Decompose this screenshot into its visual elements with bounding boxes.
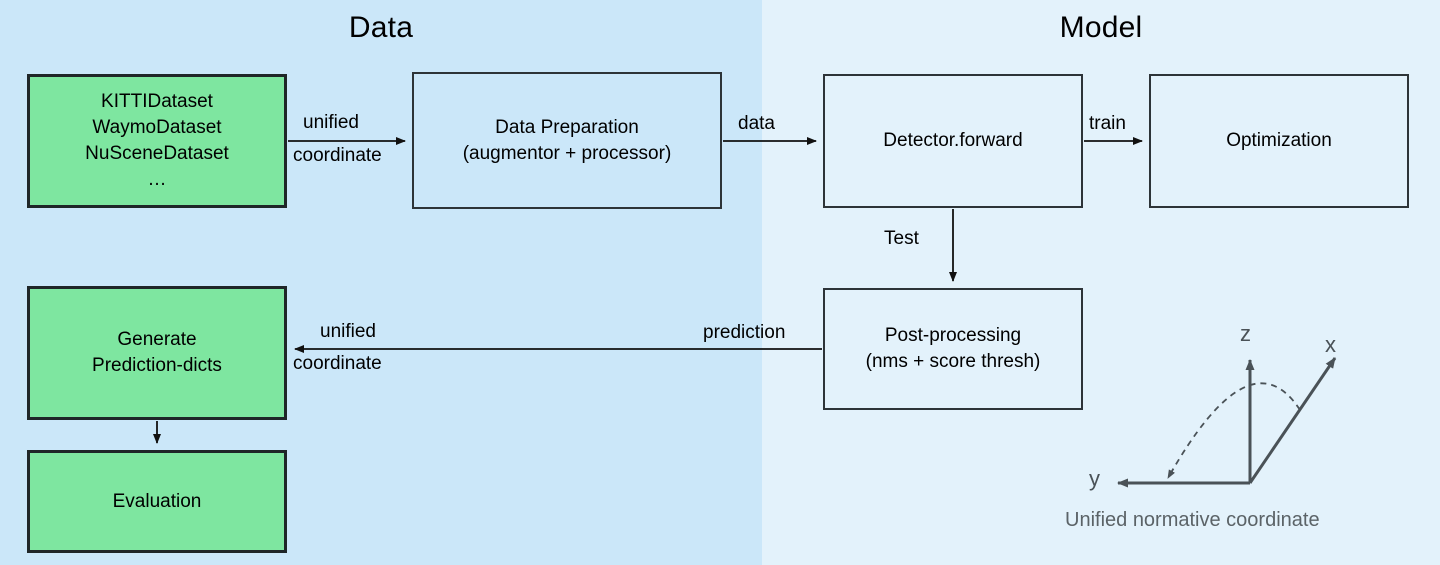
node-data-preparation-label: Data Preparation (augmentor + processor) — [462, 116, 672, 164]
node-generate-prediction-dicts[interactable]: Generate Prediction-dicts — [27, 286, 287, 420]
coordinate-label-x: x — [1325, 332, 1336, 357]
node-evaluation-label: Evaluation — [112, 490, 202, 512]
edge-label-unified-bottom-line1: unified — [320, 321, 376, 342]
node-optimization[interactable]: Optimization — [1149, 74, 1409, 208]
node-detector-forward[interactable]: Detector.forward — [823, 74, 1083, 208]
node-datasets[interactable]: KITTIDataset WaymoDataset NuSceneDataset… — [27, 74, 287, 208]
panel-data-title: Data — [348, 11, 414, 44]
node-evaluation[interactable]: Evaluation — [27, 450, 287, 553]
edge-label-test: Test — [884, 228, 919, 249]
node-detector-forward-label: Detector.forward — [883, 130, 1023, 151]
edge-label-train: train — [1089, 113, 1126, 134]
coordinate-caption: Unified normative coordinate — [1065, 509, 1320, 531]
edge-label-unified-top-line1: unified — [303, 112, 359, 133]
edge-label-data: data — [738, 113, 775, 134]
node-optimization-label: Optimization — [1226, 130, 1332, 151]
node-post-processing[interactable]: Post-processing (nms + score thresh) — [823, 288, 1083, 410]
node-data-preparation[interactable]: Data Preparation (augmentor + processor) — [412, 72, 722, 209]
edge-label-prediction: prediction — [703, 322, 786, 343]
edge-label-unified-top-line2: coordinate — [293, 145, 382, 166]
node-post-processing-label: Post-processing (nms + score thresh) — [865, 325, 1041, 372]
coordinate-label-z: z — [1240, 321, 1251, 346]
node-datasets-label: KITTIDataset WaymoDataset NuSceneDataset… — [85, 91, 229, 190]
node-generate-prediction-dicts-label: Generate Prediction-dicts — [92, 329, 222, 376]
panel-model-title: Model — [1059, 11, 1143, 44]
edge-label-unified-bottom-line2: coordinate — [293, 353, 382, 374]
coordinate-label-y: y — [1089, 466, 1100, 491]
